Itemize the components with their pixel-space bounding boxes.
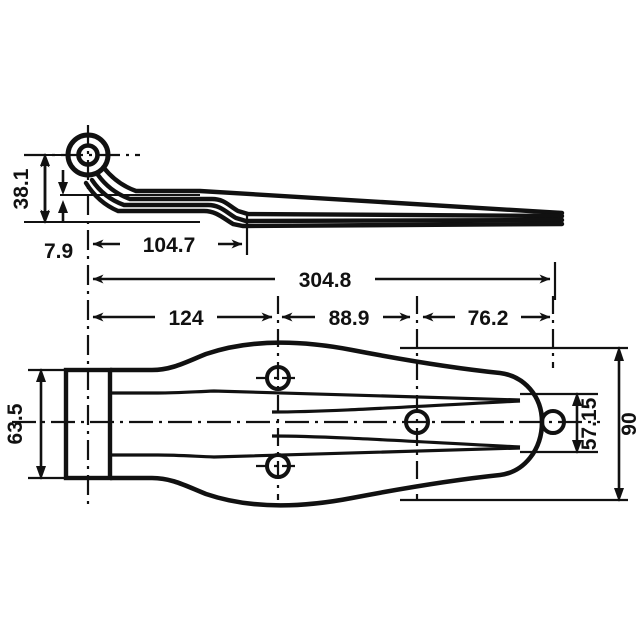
hole-right bbox=[540, 409, 566, 435]
dimension-label-104-7: 104.7 bbox=[143, 234, 196, 257]
dimension-label-124: 124 bbox=[168, 307, 203, 330]
dimension-label-7-9: 7.9 bbox=[44, 240, 73, 263]
plan-extension-lines-right bbox=[400, 346, 628, 502]
plan-knuckle-block bbox=[63, 367, 113, 481]
dimension-label-90: 90 bbox=[618, 412, 640, 435]
dimension-label-304-8: 304.8 bbox=[299, 269, 352, 292]
dimension-304-8: 304.8 bbox=[92, 262, 557, 300]
dimension-label-57-15: 57.15 bbox=[578, 397, 601, 450]
hole-lower-left bbox=[256, 453, 300, 479]
plan-extension-lines-left bbox=[28, 368, 68, 480]
dimension-label-63-5: 63.5 bbox=[4, 403, 27, 444]
plan-inner-lines-upper bbox=[110, 389, 521, 414]
dimension-label-88-9: 88.9 bbox=[329, 307, 370, 330]
dimension-label-38-1: 38.1 bbox=[10, 168, 33, 209]
dimension-90: 90 bbox=[614, 346, 640, 502]
dimension-label-76-2: 76.2 bbox=[468, 307, 509, 330]
plan-inner-lines-lower bbox=[110, 434, 521, 459]
dimension-63-5: 63.5 bbox=[4, 368, 46, 480]
dimension-104-7: 104.7 bbox=[92, 230, 243, 258]
hole-upper-left bbox=[256, 365, 300, 391]
chain-dimension-row: 124 88.9 76.2 bbox=[92, 303, 551, 331]
plan-body-outline bbox=[110, 340, 545, 508]
side-elevation-view: 38.1 7.9 104.7 304.8 bbox=[10, 125, 565, 510]
dimension-7-9: 7.9 bbox=[44, 170, 73, 263]
plan-holes bbox=[256, 365, 566, 479]
plan-view: 63.5 57.15 90 bbox=[4, 340, 640, 508]
hole-middle bbox=[404, 409, 430, 435]
dimension-57-15: 57.15 bbox=[572, 392, 601, 454]
dimension-38-1: 38.1 bbox=[10, 153, 50, 224]
